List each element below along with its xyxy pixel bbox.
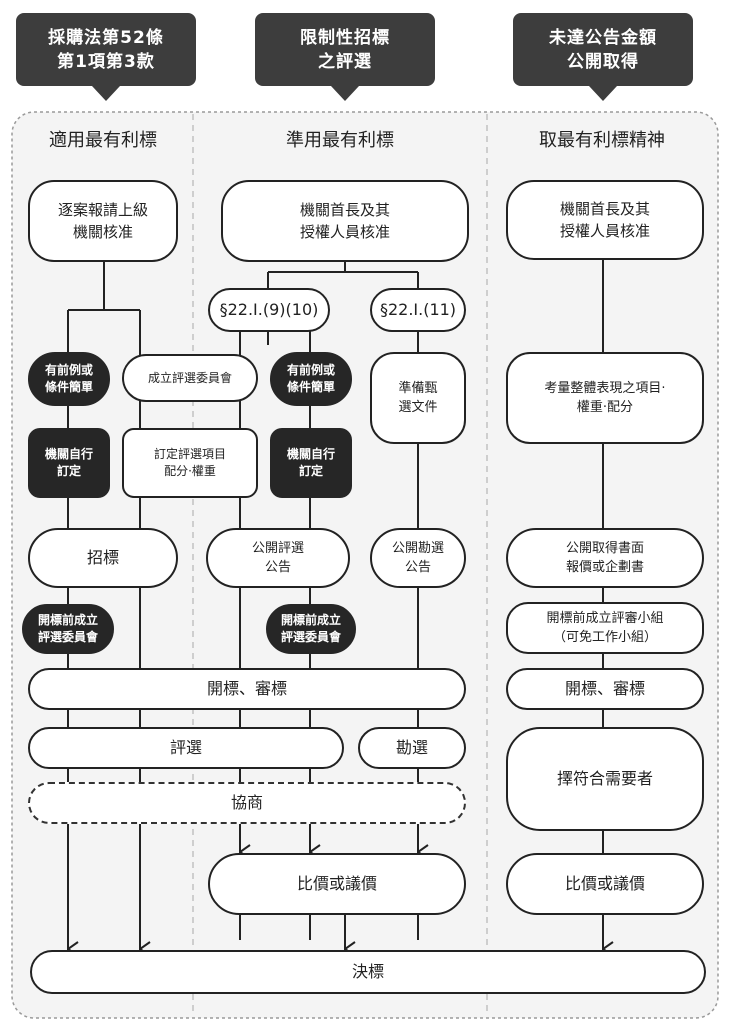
c3-approve-node: 機關首長及其 授權人員核准	[506, 180, 704, 260]
c3-choose-node: 擇符合需要者	[506, 727, 704, 831]
header-below-threshold: 未達公告金額 公開取得	[513, 13, 693, 86]
shared-survey-node: 勘選	[358, 727, 466, 769]
header-1-pointer	[92, 86, 120, 101]
shared-negotiate-node: 協商	[28, 782, 466, 824]
c1-approve-node: 逐案報請上級 機關核准	[28, 180, 178, 262]
c2-compare-node: 比價或議價	[208, 853, 466, 915]
shared-evaluate-node: 評選	[28, 727, 344, 769]
c3-written-quote-node: 公開取得書面 報價或企劃書	[506, 528, 704, 588]
header-3-pointer	[589, 86, 617, 101]
c2-prior-simple-node: 有前例或 條件簡單	[270, 352, 352, 406]
c1-committee-node: 成立評選委員會	[122, 354, 258, 402]
c1-pre-committee-node: 開標前成立 評選委員會	[22, 604, 114, 654]
c3-compare-node: 比價或議價	[506, 853, 704, 915]
c1-self-set-node: 機關自行 訂定	[28, 428, 110, 498]
column-title-1: 適用最有利標	[49, 130, 157, 151]
header-restricted-tender: 限制性招標 之評選	[255, 13, 435, 86]
c1-tender-node: 招標	[28, 528, 178, 588]
c2-prep-docs-node: 準備甄 選文件	[370, 352, 466, 444]
c2-public-eval-node: 公開評選 公告	[206, 528, 350, 588]
c2-self-set-node: 機關自行 訂定	[270, 428, 352, 498]
c3-open-review-node: 開標、審標	[506, 668, 704, 710]
header-art52: 採購法第52條 第1項第3款	[16, 13, 196, 86]
c1-prior-simple-node: 有前例或 條件簡單	[28, 352, 110, 406]
c2-public-select-node: 公開勘選 公告	[370, 528, 466, 588]
c2-sec-9-10-node: §22.I.(9)(10)	[208, 288, 330, 332]
header-2-pointer	[331, 86, 359, 101]
c2-sec-11-node: §22.I.(11)	[370, 288, 466, 332]
c2-pre-committee-node: 開標前成立 評選委員會	[266, 604, 356, 654]
column-title-3: 取最有利標精神	[539, 130, 665, 151]
c2-approve-node: 機關首長及其 授權人員核准	[221, 180, 469, 262]
c1-criteria-node: 訂定評選項目 配分·權重	[122, 428, 258, 498]
award-node: 決標	[30, 950, 706, 994]
c3-review-group-node: 開標前成立評審小組 （可免工作小組）	[506, 602, 704, 654]
c3-consider-node: 考量整體表現之項目· 權重·配分	[506, 352, 704, 444]
shared-open-review-node: 開標、審標	[28, 668, 466, 710]
column-title-2: 準用最有利標	[286, 130, 394, 151]
